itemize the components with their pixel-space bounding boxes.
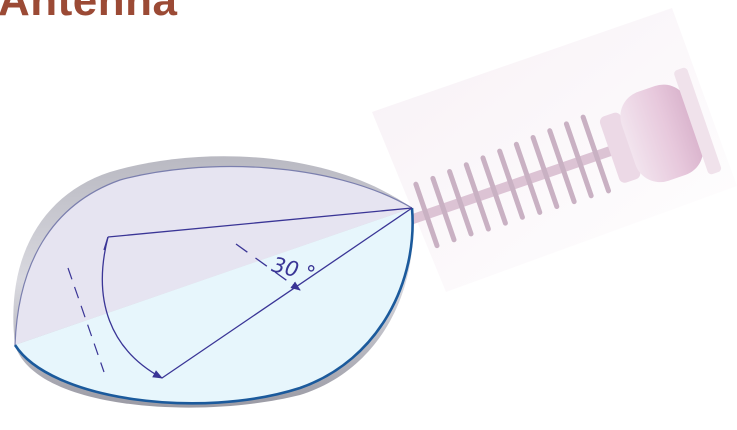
- angle-construction: [67, 207, 413, 379]
- upper-ray: [107, 207, 413, 238]
- angle-arc: [101, 236, 163, 379]
- radiation-lobe: [13, 156, 414, 408]
- dashed-arc-guide: [67, 267, 105, 373]
- lower-ray: [161, 207, 413, 379]
- yagi-antenna-image: [372, 8, 737, 292]
- angle-arrow: [235, 243, 301, 291]
- page-title: Antenna: [0, 0, 178, 25]
